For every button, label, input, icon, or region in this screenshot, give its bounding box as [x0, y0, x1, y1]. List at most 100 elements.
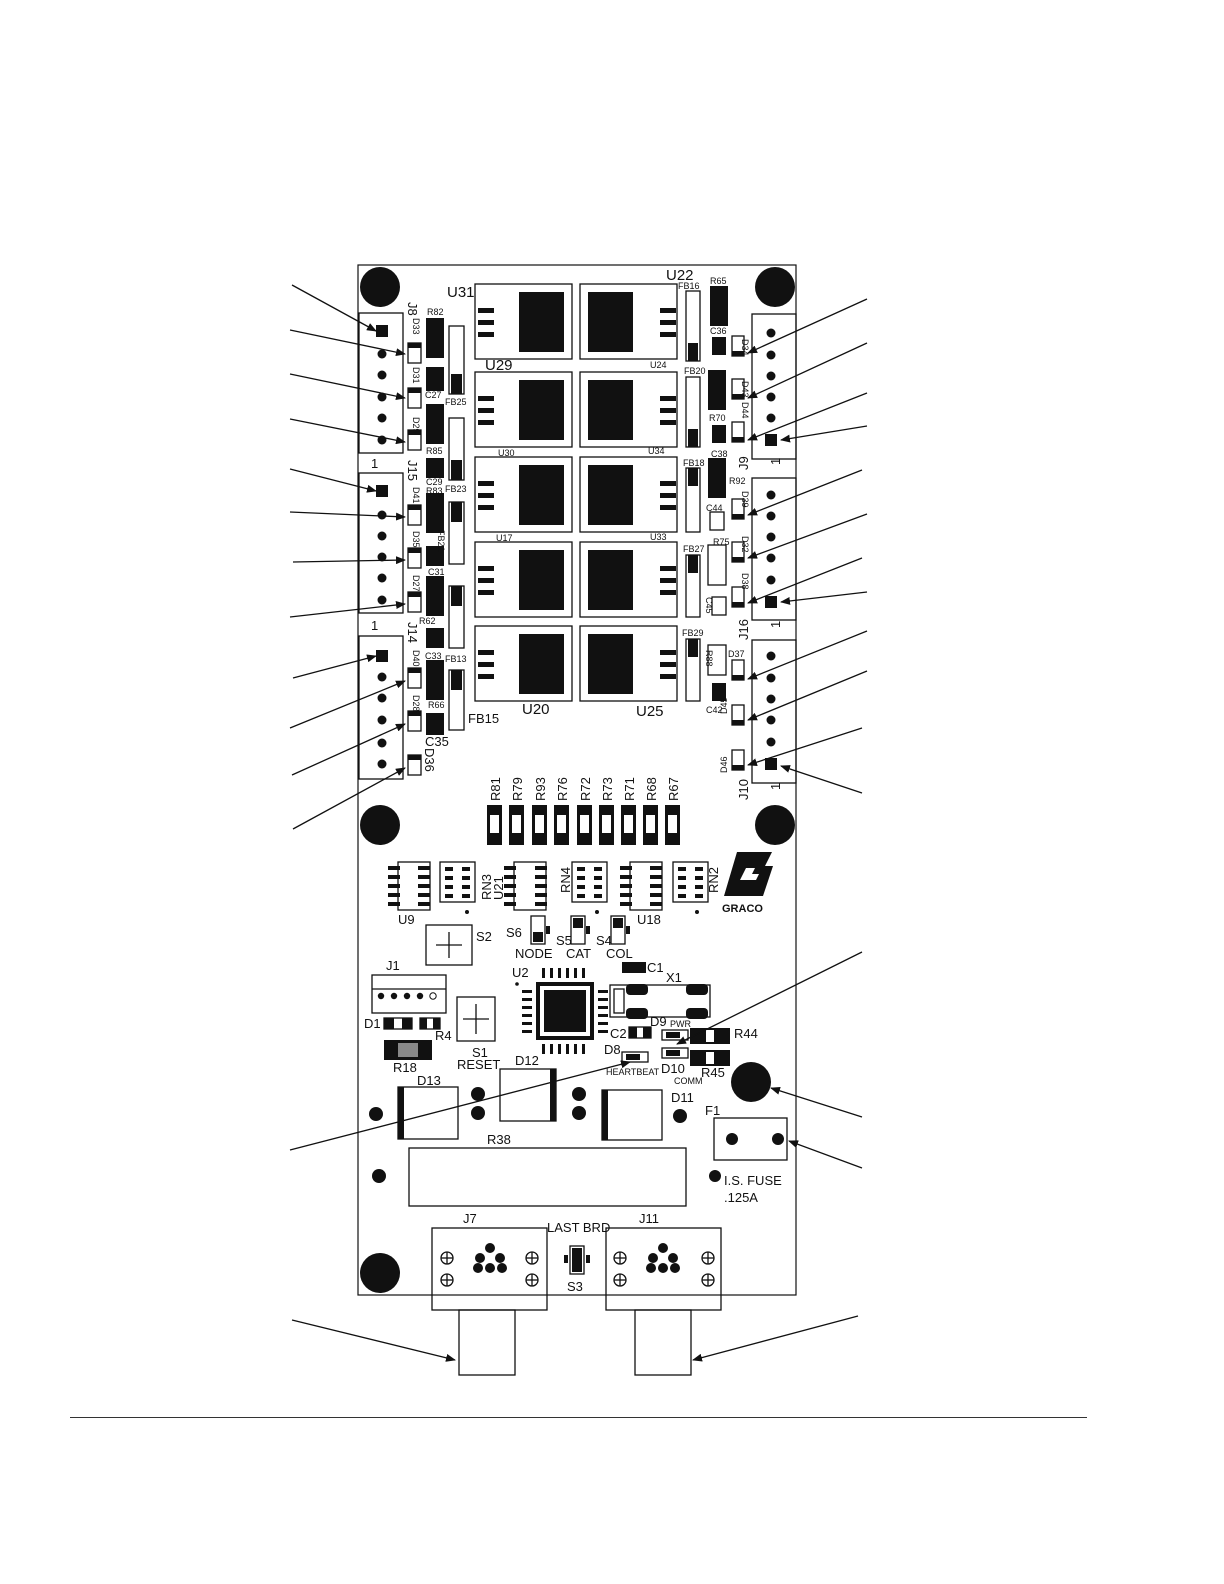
label-rn4: RN4	[558, 867, 573, 893]
left-connectors: J8 J15 J14 1 1	[358, 302, 420, 780]
label-j16: J16	[736, 619, 751, 640]
label-d27: D27	[411, 575, 421, 592]
label-j7: J7	[463, 1211, 477, 1226]
label-r71: R71	[622, 777, 637, 801]
label-pwr: PWR	[670, 1019, 691, 1029]
label-s5: S5	[556, 933, 572, 948]
label-r18: R18	[393, 1060, 417, 1075]
label-u29: U29	[485, 357, 513, 374]
label-u33: U33	[650, 532, 667, 542]
pin-one-j10: 1	[768, 783, 783, 790]
label-c44: C44	[706, 503, 723, 513]
label-s6: S6	[506, 925, 522, 940]
label-c42: C42	[706, 705, 723, 715]
label-x1: X1	[666, 970, 682, 985]
label-d13: D13	[417, 1073, 441, 1088]
label-r92: R92	[729, 476, 746, 486]
label-r65: R65	[710, 276, 727, 286]
label-j14: J14	[405, 622, 420, 643]
label-d1: D1	[364, 1016, 381, 1031]
label-r81: R81	[488, 777, 503, 801]
label-j1: J1	[386, 958, 400, 973]
label-r68: R68	[644, 777, 659, 801]
label-j9: J9	[736, 456, 751, 470]
label-j11: J11	[639, 1211, 659, 1226]
label-r62: R62	[419, 616, 436, 626]
label-fb16: FB16	[678, 281, 700, 291]
pin-one-j16: 1	[768, 621, 783, 628]
label-j15: J15	[405, 460, 420, 481]
label-fb13: FB13	[445, 654, 467, 664]
label-fuse-line1: I.S. FUSE	[724, 1173, 782, 1188]
power-ic-array	[474, 283, 678, 702]
label-u30: U30	[498, 448, 515, 458]
label-rn2: RN2	[706, 867, 721, 893]
label-d10: D10	[661, 1061, 685, 1076]
label-r82: R82	[427, 307, 444, 317]
label-d28: D28	[411, 695, 421, 712]
label-c1: C1	[647, 960, 664, 975]
label-u20: U20	[522, 701, 550, 718]
label-d46: D46	[719, 756, 729, 773]
label-d34: D34	[740, 339, 750, 356]
footer-rule	[70, 1417, 1087, 1418]
label-r72: R72	[578, 777, 593, 801]
label-d37: D37	[728, 649, 745, 659]
label-u24: U24	[650, 360, 667, 370]
label-rn3: RN3	[479, 874, 494, 900]
label-d9: D9	[650, 1014, 667, 1029]
label-fb27: FB27	[683, 544, 705, 554]
label-col: COL	[606, 946, 633, 961]
resistor-row: R81 R79 R93 R76 R72 R73 R71 R68 R67	[487, 777, 681, 845]
label-fb29: FB29	[682, 628, 704, 638]
label-c2: C2	[610, 1026, 627, 1041]
label-d8: D8	[604, 1042, 621, 1057]
label-d41: D41	[411, 487, 421, 504]
label-c29: C29	[426, 477, 443, 487]
label-c27: C27	[425, 390, 442, 400]
label-r85: R85	[426, 446, 443, 456]
label-r70: R70	[709, 413, 726, 423]
label-r4: R4	[435, 1028, 452, 1043]
graco-logo: GRACO	[722, 852, 773, 915]
label-r83: R83	[426, 486, 443, 496]
label-c45: C45	[704, 597, 714, 614]
label-u25: U25	[636, 703, 664, 720]
logo-wordmark: GRACO	[722, 903, 763, 915]
label-u2: U2	[512, 965, 529, 980]
label-r38: R38	[487, 1132, 511, 1147]
label-u31: U31	[447, 284, 475, 301]
pin-one-j9: 1	[768, 458, 783, 465]
label-s1: S1	[472, 1045, 488, 1060]
label-f1: F1	[705, 1103, 720, 1118]
label-fb20: FB20	[684, 366, 706, 376]
label-d33: D33	[411, 318, 421, 335]
label-r88: R88	[704, 650, 714, 667]
label-node: NODE	[515, 946, 553, 961]
label-d36: D36	[422, 748, 437, 772]
label-c35: C35	[425, 734, 449, 749]
power-section: D13 D12 D11 R38 F1 I.S. FUSE .125A	[369, 1053, 788, 1207]
right-connectors: J9 J16 J10 1 1 1	[736, 313, 797, 800]
mounting-holes	[360, 267, 795, 1293]
logic-section: U9 RN3 U21 RN4 U18 RN2	[388, 861, 721, 927]
label-r73: R73	[600, 777, 615, 801]
label-s3: S3	[567, 1279, 583, 1294]
label-u9: U9	[398, 912, 415, 927]
label-fb25: FB25	[445, 397, 467, 407]
label-heartbeat: HEARTBEAT	[606, 1067, 660, 1077]
label-c38: C38	[711, 449, 728, 459]
network-connectors: J7 LAST BRD S3 J11	[431, 1211, 722, 1376]
label-d38: D38	[740, 573, 750, 590]
label-d44: D44	[740, 402, 750, 419]
label-r79: R79	[510, 777, 525, 801]
label-s4: S4	[596, 933, 612, 948]
label-c36: C36	[710, 326, 727, 336]
label-r67: R67	[666, 777, 681, 801]
label-d45: D45	[719, 697, 729, 714]
label-c33: C33	[425, 651, 442, 661]
label-u17: U17	[496, 533, 513, 543]
label-r45: R45	[701, 1065, 725, 1080]
label-d40: D40	[411, 650, 421, 667]
right-passives: R65 FB16 C36 FB20 R70 C38 FB18 R92 C44 R…	[678, 276, 750, 773]
